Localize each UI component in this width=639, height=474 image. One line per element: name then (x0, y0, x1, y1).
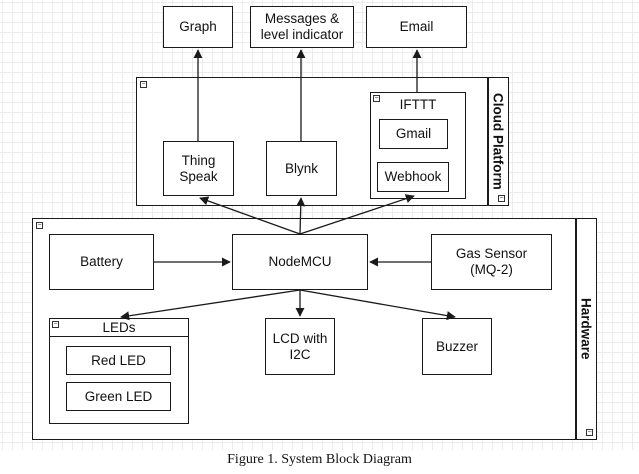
ifttt-title: IFTTT (399, 97, 437, 112)
cloud-platform-title: Cloud Platform (490, 93, 506, 190)
gmail-box: Gmail (379, 119, 448, 149)
collapse-icon: − (140, 81, 147, 88)
lcd-box: LCD with I2C (265, 318, 335, 375)
collapse-icon: − (36, 222, 43, 229)
gas-sensor-box: Gas Sensor (MQ-2) (431, 234, 552, 290)
hardware-title-divider (575, 218, 577, 440)
messages-box: Messages & level indicator (250, 6, 354, 48)
battery-box: Battery (49, 234, 154, 290)
cloud-title-divider (487, 77, 489, 206)
collapse-icon: − (498, 195, 505, 202)
collapse-icon: − (373, 95, 380, 102)
diagram-canvas: Graph Messages & level indicator Email −… (0, 0, 639, 450)
webhook-box: Webhook (377, 162, 449, 192)
red-led-box: Red LED (66, 346, 171, 375)
figure-caption: Figure 1. System Block Diagram (227, 452, 412, 467)
thingspeak-box: Thing Speak (163, 141, 234, 196)
graph-box: Graph (163, 6, 233, 48)
collapse-icon: − (586, 429, 593, 436)
green-led-box: Green LED (66, 382, 171, 411)
nodemcu-box: NodeMCU (232, 234, 368, 290)
email-box: Email (366, 6, 467, 48)
hardware-title: Hardware (578, 298, 594, 360)
buzzer-box: Buzzer (422, 318, 492, 375)
blynk-box: Blynk (266, 141, 337, 196)
leds-title: LEDs (50, 319, 188, 337)
collapse-icon: − (52, 321, 59, 328)
